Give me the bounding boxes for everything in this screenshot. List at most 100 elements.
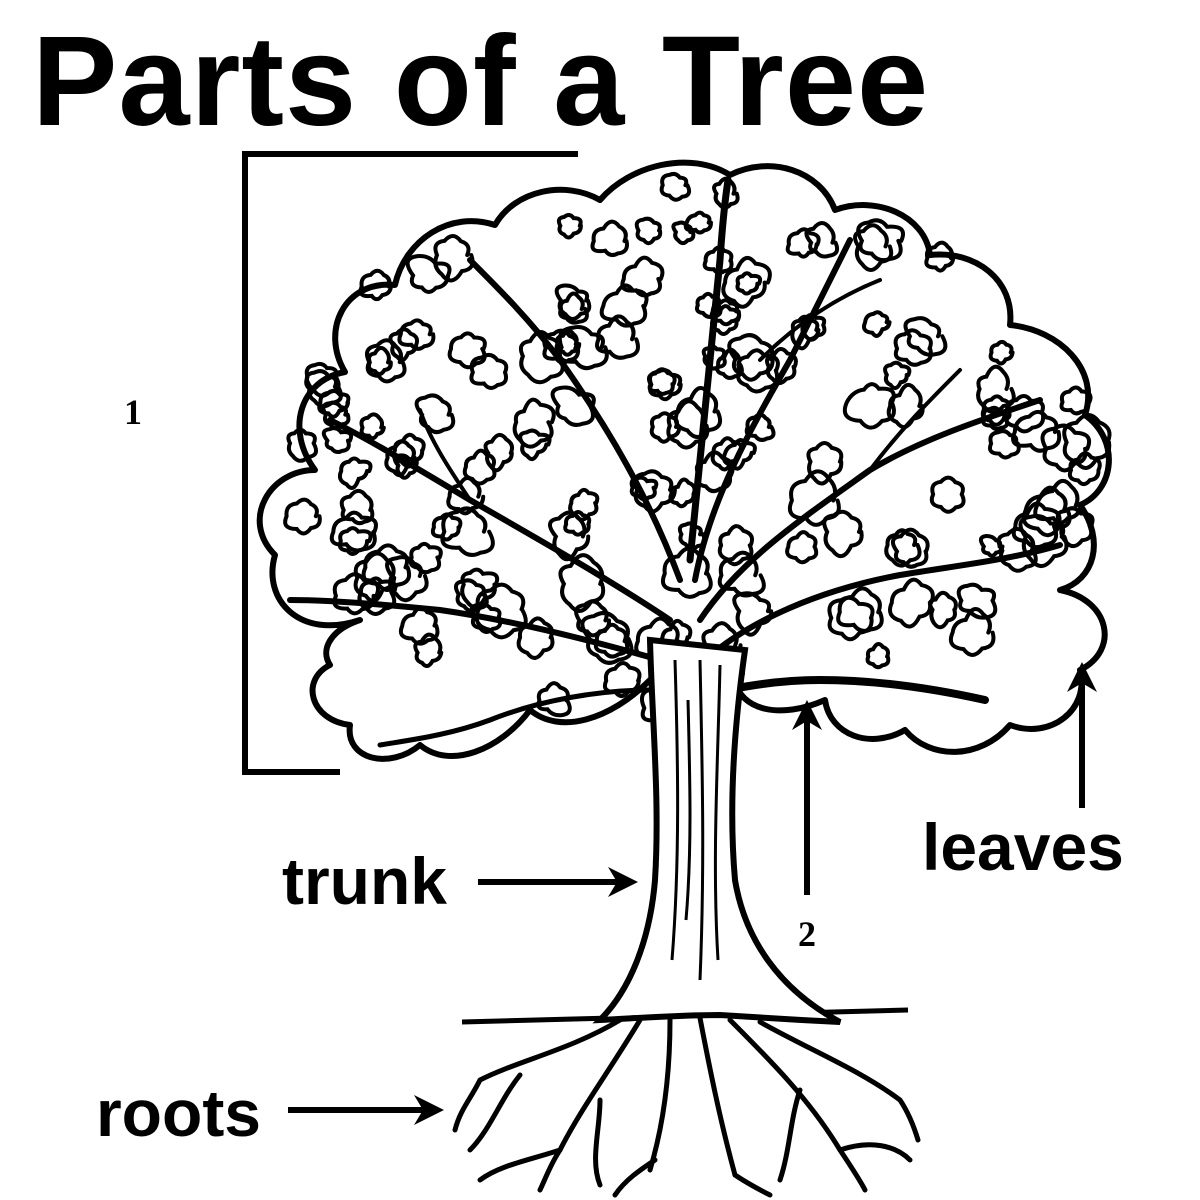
leaf-curl (337, 456, 373, 490)
leaf-curl (317, 388, 351, 419)
leaf-curl (822, 509, 864, 559)
leaf-curl (321, 426, 354, 454)
leaf-curl (339, 488, 375, 526)
leaf-curl (516, 616, 555, 660)
leaf-curl (361, 543, 412, 593)
leaf-curl (518, 428, 552, 462)
leaf-curl (620, 255, 665, 298)
leaf-curl (433, 233, 475, 283)
leaf-curl (554, 283, 592, 322)
leaf-curl (659, 171, 692, 202)
leaf-curl (430, 512, 463, 542)
leaf-curl (924, 240, 956, 273)
leaf-curl (558, 553, 606, 613)
leaf-curl (568, 487, 600, 522)
leaf-curl (948, 607, 996, 657)
leaf-curl (929, 475, 966, 514)
leaf-curl (413, 632, 444, 668)
label-leaves: leaves (922, 810, 1124, 884)
leaf-curl (853, 223, 894, 272)
label-roots: roots (96, 1076, 261, 1150)
leaf-curl (683, 210, 713, 235)
leaf-curl (1040, 423, 1092, 473)
leaf-curl (928, 590, 958, 630)
leaf-curl (668, 477, 697, 509)
leaf-curl (785, 227, 821, 259)
leaf-curl (717, 524, 755, 567)
leaf-curl (785, 530, 819, 565)
label-number-1: 1 (124, 392, 142, 432)
leaf-curl (980, 394, 1012, 427)
leaf-curl (286, 427, 319, 463)
leaf-curl (542, 328, 581, 365)
leaf-curl (397, 318, 436, 351)
leaf-curl (548, 510, 591, 562)
leaf-curl (574, 599, 611, 638)
leaf-curl (408, 541, 443, 575)
leaf-curl (987, 429, 1021, 460)
leaf-curl (629, 475, 659, 502)
leaf-curl (590, 219, 629, 258)
label-trunk: trunk (282, 844, 447, 918)
branches (287, 176, 1063, 748)
leaf-curl (735, 271, 763, 296)
leaf-curl (558, 291, 589, 325)
leaf-curl (702, 245, 734, 275)
leaf-curl (721, 255, 772, 309)
leaf-curl (883, 360, 912, 391)
leaf-curl (392, 453, 419, 480)
leaf-curl (978, 533, 1005, 558)
leaf-curl (861, 310, 892, 338)
leaf-curl (483, 432, 514, 473)
leaf-curl (550, 385, 596, 427)
leaf-curl (988, 339, 1015, 366)
leaf-curl (884, 528, 922, 568)
diagram-title: Parts of a Tree (32, 10, 930, 153)
leaf-curl (727, 333, 775, 382)
leaf-curl (405, 254, 452, 294)
leaf-curl (634, 216, 663, 246)
leaf-curl (865, 642, 891, 670)
leaf-curl (447, 331, 487, 370)
trunk-shape (592, 636, 842, 1025)
leaf-curl (744, 412, 776, 442)
leaf-curl (518, 330, 565, 385)
leaf-curl (890, 527, 930, 569)
leaf-curl (666, 399, 710, 450)
leaf-clusters (283, 171, 1112, 730)
leaf-curl (827, 595, 875, 642)
leaf-curl (806, 440, 844, 486)
leaf-curl (649, 411, 682, 444)
leaf-curl (357, 576, 398, 616)
leaf-curl (365, 338, 407, 384)
leaf-curl (283, 497, 322, 536)
leaf-curl (384, 439, 417, 478)
leaf-curl (460, 567, 500, 610)
leaf-curl (976, 364, 1016, 415)
leaf-curl (388, 327, 420, 363)
leaf-curl (710, 436, 744, 472)
leaf-curl (398, 605, 440, 646)
leaf-curl (1055, 506, 1095, 549)
leaf-curl (842, 382, 896, 430)
leaf-curl (359, 412, 386, 441)
leaf-curl (701, 344, 727, 371)
leaf-curl (556, 213, 583, 240)
leaf-curl (337, 526, 373, 556)
leaf-curl (648, 368, 683, 402)
leaf-curl (554, 328, 582, 357)
leaf-curl (512, 397, 556, 449)
leaf-curl (888, 577, 935, 629)
leaf-curl (1021, 485, 1072, 538)
leaf-curl (469, 352, 509, 390)
leaf-curl (1059, 385, 1093, 416)
leaf-curl (563, 509, 592, 537)
leaf-curl (712, 176, 740, 210)
leaf-curl (893, 328, 933, 367)
leaf-curl (536, 681, 572, 718)
leaf-curl (1011, 501, 1062, 550)
roots-shape (452, 1015, 921, 1198)
leaf-curl (440, 506, 495, 557)
leaf-curl (903, 316, 948, 357)
